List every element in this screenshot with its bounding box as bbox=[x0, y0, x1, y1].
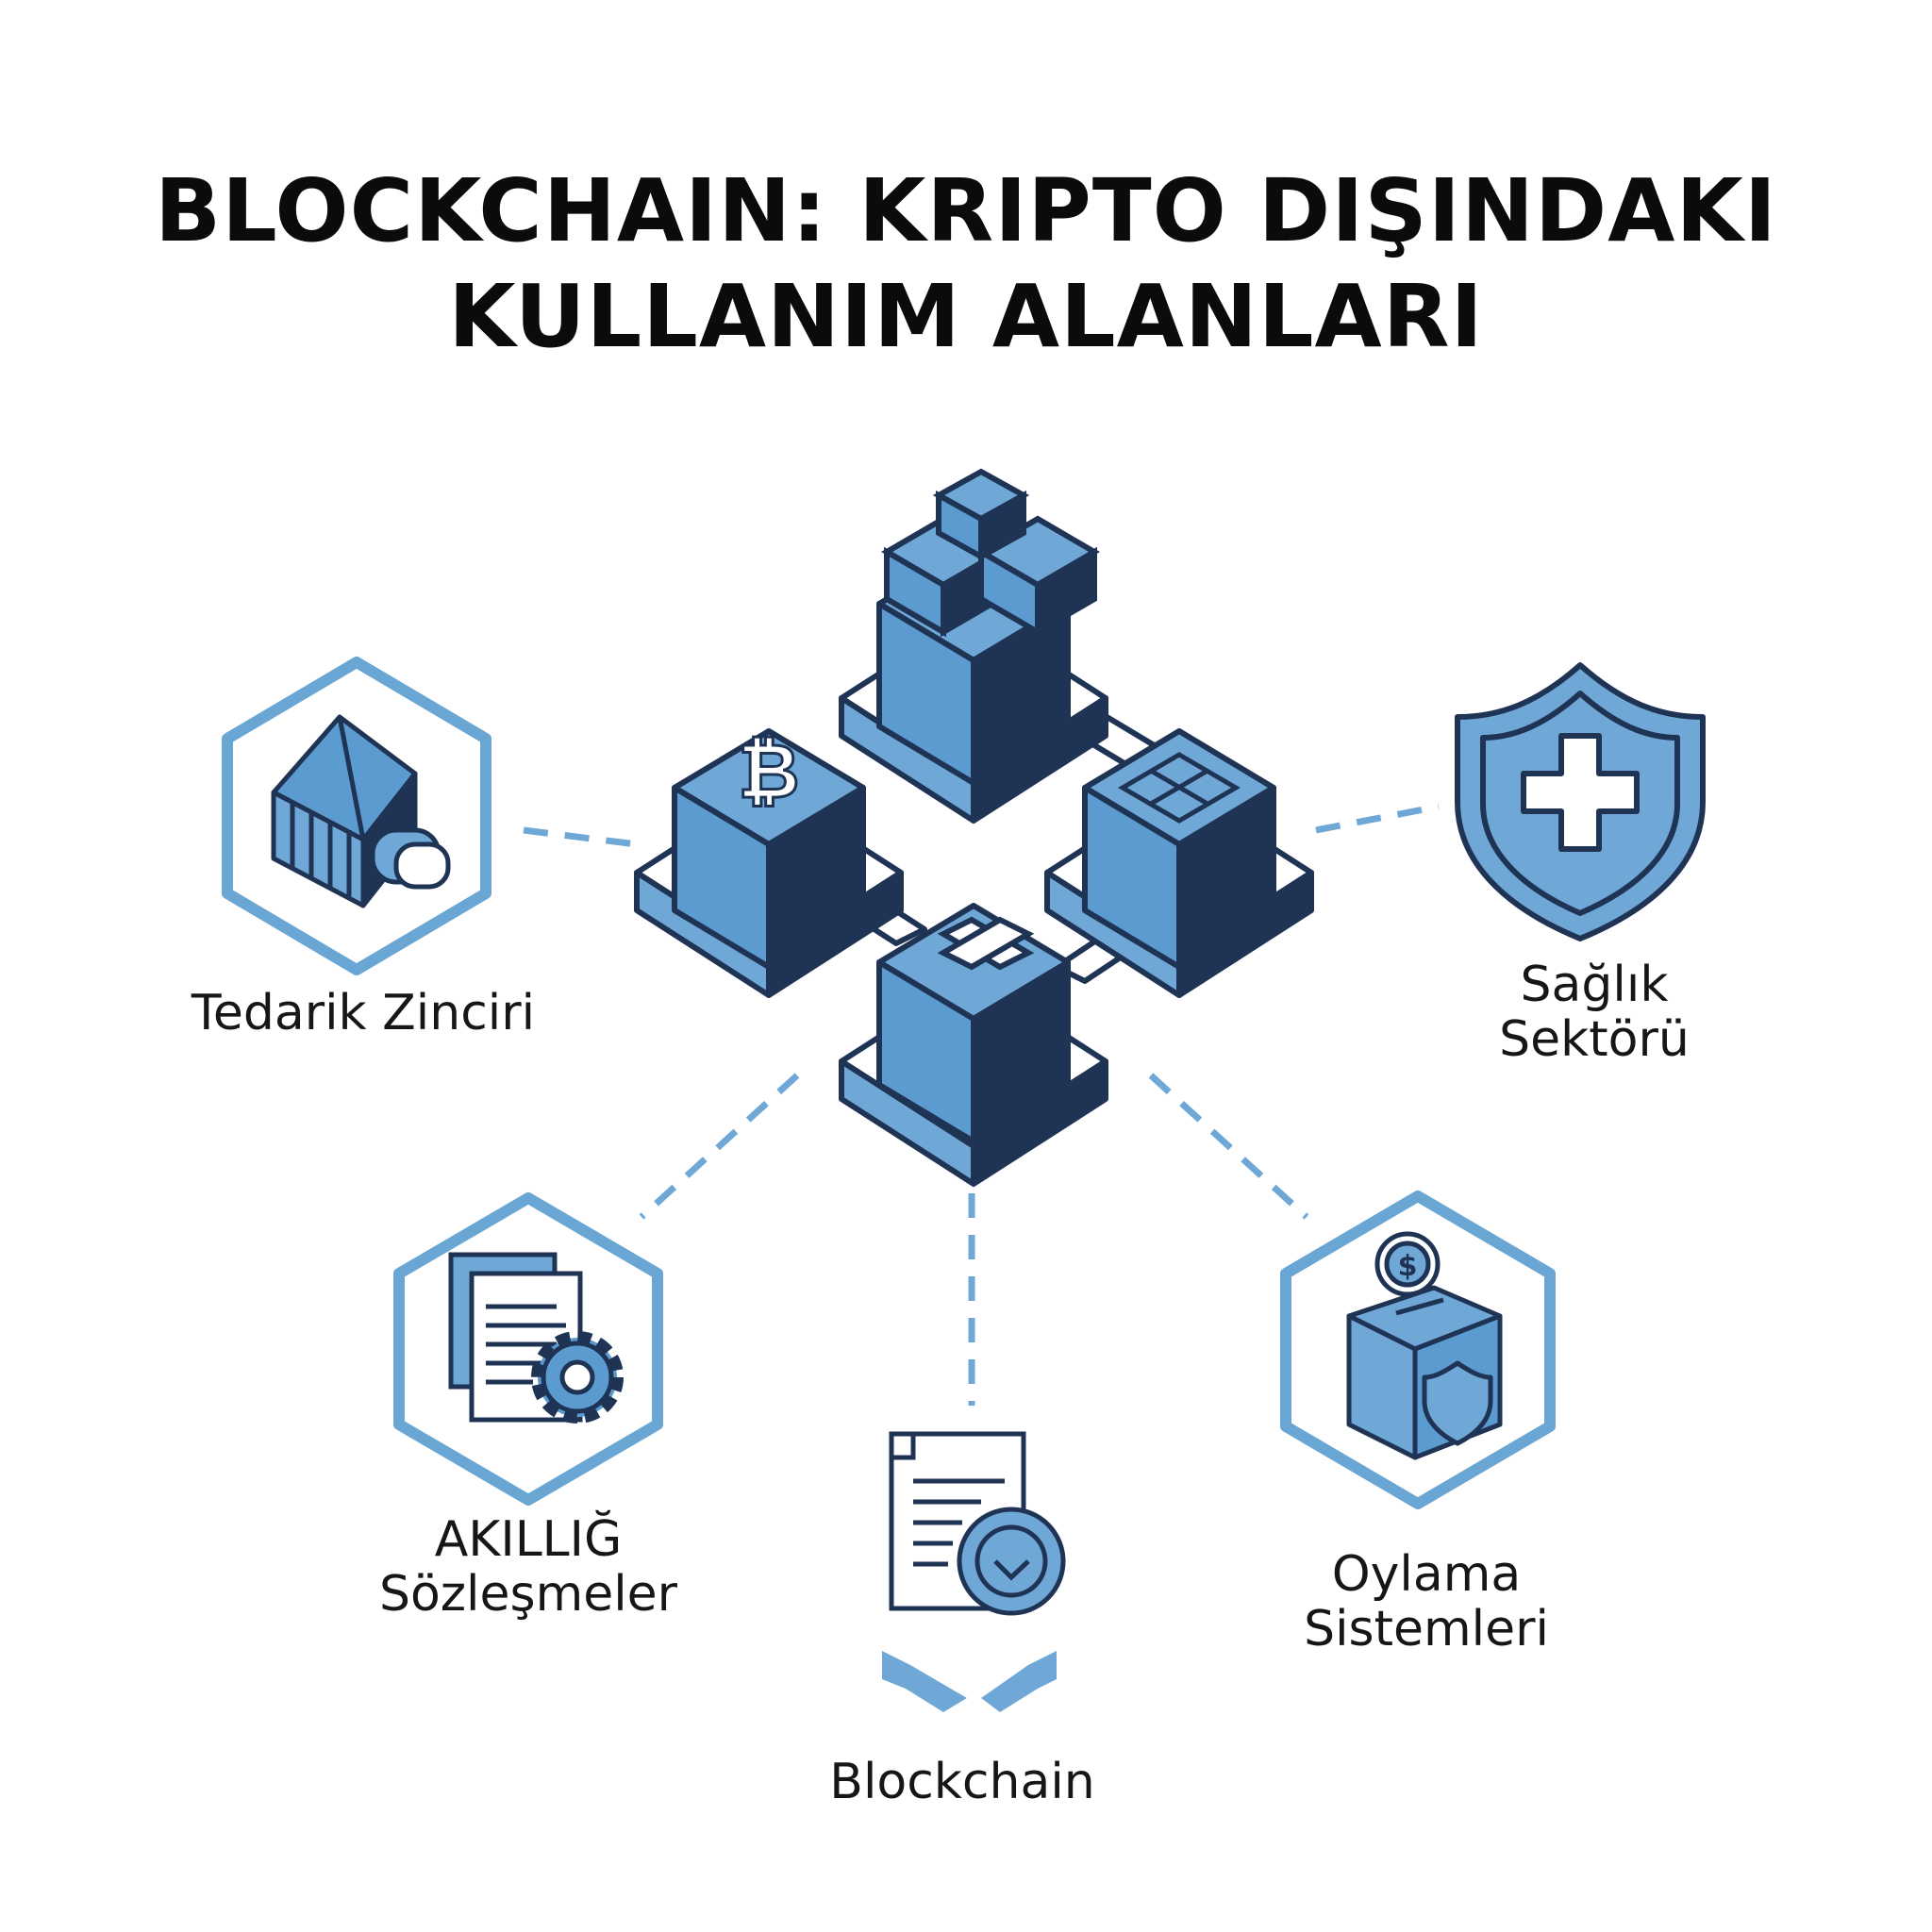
supply-chain-label: Tedarik Zinciri bbox=[191, 985, 536, 1041]
connector-voting bbox=[1148, 1073, 1309, 1220]
smart-contracts-label-line-2: Sözleşmeler bbox=[378, 1566, 678, 1623]
smart-contracts-label-line-1: AKILLIĞ bbox=[434, 1511, 623, 1568]
bitcoin-symbol-icon: ₿ bbox=[738, 727, 799, 815]
left-node-cube: ₿ bbox=[637, 726, 901, 995]
document-seal-handshake-icon bbox=[882, 1431, 1066, 1712]
healthcare-label-line-2: Sektörü bbox=[1499, 1011, 1690, 1068]
title-line-1: BLOCKCHAIN: KRIPTO DIŞINDAKI bbox=[154, 160, 1778, 261]
documents-gear-icon bbox=[448, 1252, 624, 1424]
connector-healthcare bbox=[1315, 803, 1440, 834]
supply-chain-node bbox=[222, 657, 491, 975]
page-title: BLOCKCHAIN: KRIPTO DIŞINDAKI KULLANIM AL… bbox=[0, 158, 1932, 370]
smart-contracts-label: AKILLIĞ Sözleşmeler bbox=[379, 1512, 677, 1622]
healthcare-label-line-1: Sağlık bbox=[1520, 957, 1669, 1013]
shipping-container-chain-icon bbox=[271, 714, 451, 908]
title-line-2: KULLANIM ALANLARI bbox=[448, 266, 1484, 367]
voting-node: $ bbox=[1280, 1191, 1556, 1509]
top-node-cube bbox=[841, 468, 1106, 821]
smart-contracts-node bbox=[393, 1192, 663, 1506]
connector-supply-chain bbox=[523, 826, 638, 848]
grid-panel-icon bbox=[1118, 752, 1241, 824]
ballot-box-coin-shield-icon: $ bbox=[1346, 1231, 1503, 1460]
healthcare-label: Sağlık Sektörü bbox=[1499, 958, 1690, 1067]
voting-label: Oylama Sistemleri bbox=[1304, 1547, 1549, 1657]
shield-medical-cross-icon bbox=[1455, 662, 1706, 941]
blockchain-label: Blockchain bbox=[829, 1754, 1095, 1810]
cross-link-icon bbox=[937, 916, 1035, 971]
blockchain-network-cubes-icon: ₿ bbox=[637, 468, 1311, 1184]
voting-label-line-1: Oylama bbox=[1331, 1546, 1522, 1603]
bottom-node-cube bbox=[841, 906, 1106, 1184]
connector-lines bbox=[523, 803, 1440, 1406]
handshake-icon bbox=[882, 1651, 1057, 1712]
right-node-cube bbox=[1047, 731, 1311, 995]
svg-text:$: $ bbox=[1398, 1250, 1418, 1283]
voting-label-line-2: Sistemleri bbox=[1304, 1601, 1549, 1657]
connector-smart-contracts bbox=[639, 1073, 800, 1220]
